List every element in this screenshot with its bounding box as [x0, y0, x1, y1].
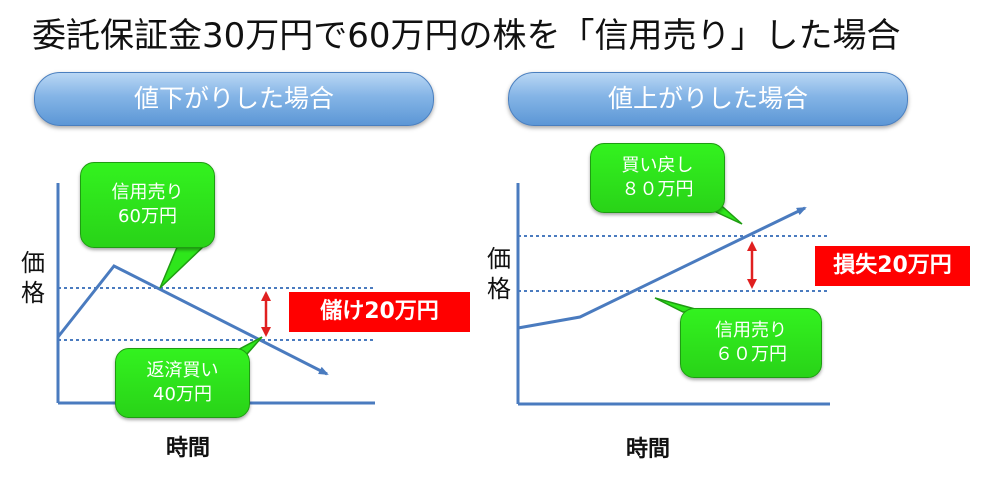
- left-heading-label: 値下がりした場合: [133, 84, 334, 113]
- left-heading-pill: 値下がりした場合: [34, 72, 434, 126]
- right-callout-buyback-line2: ８０万円: [621, 179, 694, 200]
- right-y-axis-label: 価格: [487, 245, 511, 303]
- right-heading-pill: 値上がりした場合: [508, 72, 908, 126]
- left-result-badge: 儲け20万円: [289, 292, 470, 332]
- left-callout-buyback: 返済買い 40万円: [115, 348, 250, 418]
- right-reference-lines: [518, 235, 830, 292]
- right-callout-sell-line2: ６０万円: [715, 344, 787, 365]
- right-callout-buyback: 買い戻し ８０万円: [590, 143, 725, 213]
- left-callout-top-tail: [159, 244, 207, 289]
- right-result-badge: 損失20万円: [815, 246, 970, 286]
- left-callout-sell-line1: 信用売り: [111, 182, 184, 203]
- right-callout-buyback-line1: 買い戻し: [621, 155, 694, 176]
- left-price-line: [56, 264, 329, 376]
- left-callout-sell: 信用売り 60万円: [80, 162, 215, 248]
- left-reference-lines: [58, 287, 375, 341]
- left-callout-buyback-line2: 40万円: [153, 384, 212, 405]
- left-y-axis-label: 価格: [21, 249, 45, 307]
- page-title: 委託保証金30万円で60万円の株を「信用売り」した場合: [32, 16, 901, 56]
- right-x-axis-label: 時間: [626, 437, 671, 462]
- left-callout-sell-line2: 60万円: [118, 206, 177, 227]
- left-callout-buyback-line1: 返済買い: [146, 360, 219, 381]
- left-x-axis-label: 時間: [166, 436, 211, 461]
- right-heading-label: 値上がりした場合: [607, 84, 808, 113]
- right-price-line: [517, 206, 807, 330]
- right-axes: [516, 183, 830, 406]
- right-callout-sell: 信用売り ６０万円: [680, 308, 822, 378]
- right-callout-sell-line1: 信用売り: [715, 320, 787, 341]
